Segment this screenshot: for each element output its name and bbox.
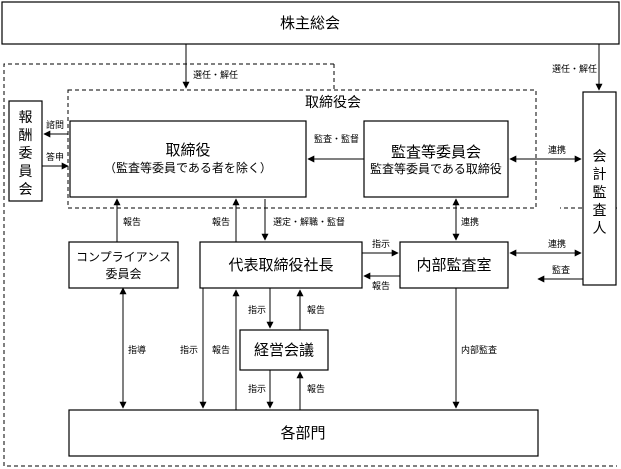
edge-cooperation-auditor-label: 連携 (548, 144, 566, 156)
accounting-auditor-char: 計 (593, 167, 607, 183)
edge-guidance-label: 指導 (128, 344, 146, 356)
board-region-label: 取締役会 (305, 94, 361, 111)
board-region (67, 89, 537, 209)
audit-committee-label: 監査等委員会 (391, 143, 481, 161)
edge-instruct-depts-label: 指示 (180, 344, 198, 356)
compensation-committee-char: 報 (19, 110, 33, 126)
accounting-auditor-char: 監 (593, 184, 607, 201)
edge-select-dismiss-label: 選定・解職・監督 (273, 216, 345, 228)
compensation-committee-char: 酬 (19, 128, 33, 144)
edge-report-meeting-depts-label: 報告 (307, 383, 325, 395)
internal-audit-box (399, 241, 509, 289)
directors-note: （監査等委員である者を除く） (104, 160, 272, 175)
accounting-auditor-char: 査 (593, 203, 607, 219)
audit-committee-note: 監査等委員である取締役 (370, 161, 502, 176)
president-label: 代表取締役社長 (228, 256, 333, 274)
audit-committee-box (363, 120, 509, 198)
edge-report-meeting-label: 報告 (307, 304, 325, 316)
edge-appoint-auditor-label: 選任・解任 (552, 63, 597, 75)
president-box (199, 241, 363, 289)
edge-instruct-meeting-label: 指示 (248, 304, 266, 316)
edge-cooperation-internal-auditor-label: 連携 (548, 238, 566, 250)
compensation-committee-char: 委 (19, 146, 33, 162)
departments-label: 各部門 (280, 424, 325, 442)
compliance-committee-box (68, 241, 179, 289)
accounting-auditor-char: 会 (593, 149, 607, 165)
accounting-auditor-char: 人 (593, 221, 607, 237)
directors-box (69, 120, 307, 198)
edge-instruct-internal-label: 指示 (372, 238, 390, 250)
shareholders-meeting-box (1, 1, 620, 45)
edge-audit-supervise-label: 監査・監督 (314, 133, 359, 145)
internal-audit-label: 内部監査室 (416, 256, 491, 274)
edge-consult-label: 諮問 (46, 119, 64, 131)
edge-report-internal-label: 報告 (372, 280, 390, 292)
compensation-committee-char: 会 (19, 182, 33, 198)
directors-label: 取締役 (165, 141, 210, 159)
compensation-committee-box (8, 100, 43, 202)
shareholders-meeting-label: 株主総会 (280, 14, 340, 32)
departments-box (68, 409, 539, 457)
edge-internal-auditing-label: 内部監査 (461, 344, 497, 356)
management-meeting-label: 経営会議 (254, 341, 314, 359)
edge-appoint-board-label: 選任・解任 (193, 69, 238, 81)
compliance-committee-label-line1: コンプライアンス (76, 250, 171, 264)
edge-report-president-label: 報告 (212, 216, 230, 228)
management-meeting-box (239, 329, 329, 371)
edge-report-depts-label: 報告 (212, 344, 230, 356)
edge-report-back-label: 答申 (46, 151, 64, 163)
edge-instruct-meeting-depts-label: 指示 (248, 383, 266, 395)
edge-cooperation-internal-label: 連携 (461, 216, 479, 228)
compensation-committee-char: 員 (19, 164, 33, 180)
accounting-auditor-box (582, 91, 617, 286)
edge-report-compliance-label: 報告 (123, 216, 141, 228)
edge-audit-by-auditor-label: 監査 (552, 264, 570, 276)
compliance-committee-label-line2: 委員会 (105, 267, 141, 281)
